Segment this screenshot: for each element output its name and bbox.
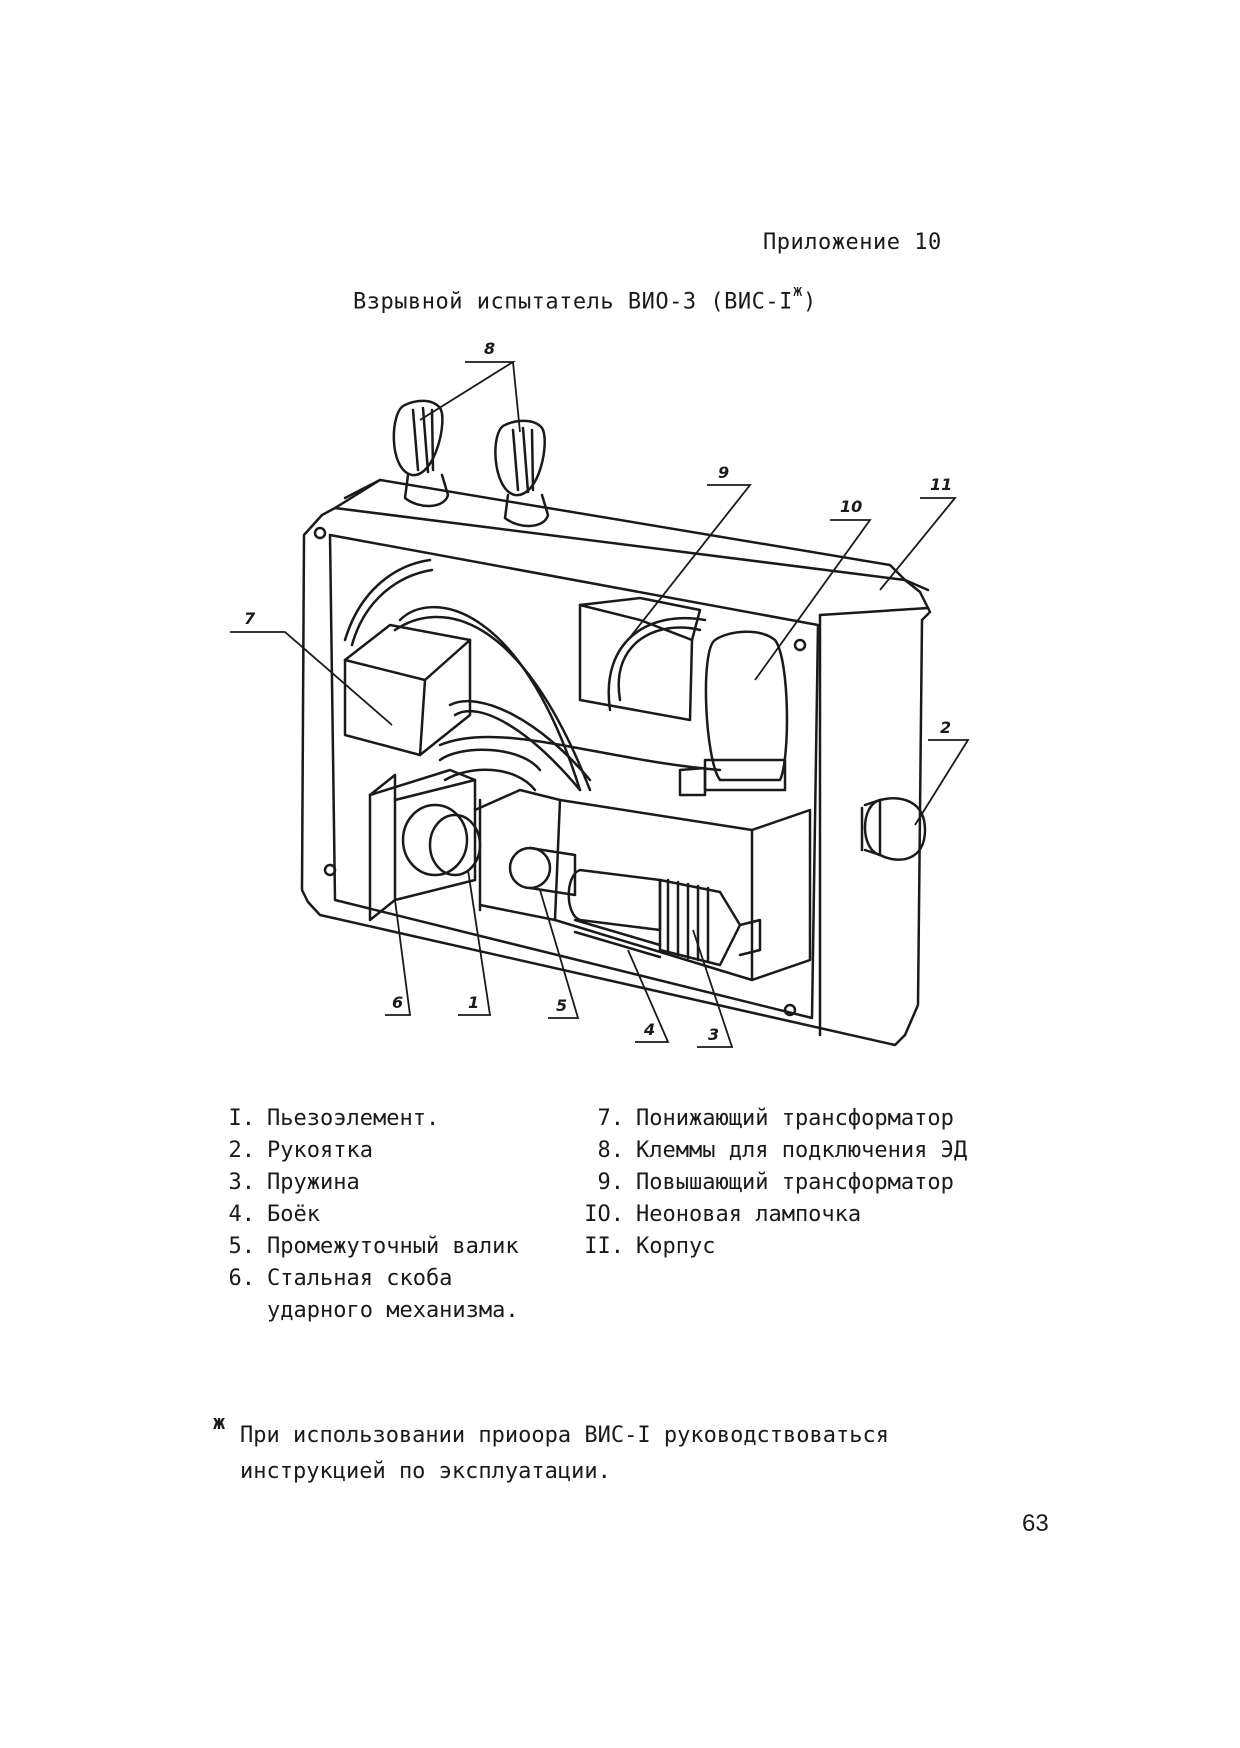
appendix-label: Приложение 10 — [763, 230, 942, 255]
title-footnote-mark: ж — [792, 281, 803, 300]
legend-text: Понижающий трансформатор — [636, 1106, 954, 1131]
neon-lamp — [678, 630, 789, 797]
legend-text: ударного механизма. — [267, 1298, 519, 1323]
legend-text: Неоновая лампочка — [636, 1202, 862, 1227]
legend-item: 4. Боёк — [205, 1199, 519, 1231]
legend-num: 6. — [228, 1266, 256, 1291]
legend-num: I. — [228, 1106, 256, 1131]
callout-6: 6 — [392, 993, 403, 1012]
handle — [860, 797, 927, 861]
page-number: 63 — [1022, 1510, 1049, 1537]
legend-num: 2. — [228, 1138, 256, 1163]
legend-num: 7. — [597, 1106, 625, 1131]
legend-left: I. Пьезоэлемент. 2. Рукоятка 3. Пружина 4. Б… — [205, 1103, 519, 1327]
callout-4: 4 — [643, 1020, 655, 1039]
legend-item: 8. Клеммы для подключения ЭД — [560, 1135, 968, 1167]
callout-8: 8 — [484, 339, 495, 358]
footnote: При использовании приоора ВИС-I руководс… — [240, 1418, 889, 1490]
title-text: Взрывной испытатель ВИО-3 (ВИС-I — [353, 289, 793, 315]
title-close: ) — [802, 289, 817, 315]
figure-title: Взрывной испытатель ВИО-3 (ВИС-Iж) — [353, 281, 817, 315]
callout-1: 1 — [468, 993, 479, 1012]
striker — [567, 868, 662, 959]
legend-item: 3. Пружина — [205, 1167, 519, 1199]
legend-text: Стальная скоба — [267, 1266, 453, 1291]
legend-text: Боёк — [267, 1202, 320, 1227]
callout-11: 11 — [930, 475, 952, 494]
legend-num: 9. — [597, 1170, 625, 1195]
legend-num: 5. — [228, 1234, 256, 1259]
callout-labels: 8 9 10 11 7 2 6 1 5 4 3 — [244, 339, 952, 1044]
terminal-right — [494, 419, 550, 528]
legend-item: I. Пьезоэлемент. — [205, 1103, 519, 1135]
legend-num: II. — [584, 1234, 624, 1259]
wires — [343, 558, 722, 792]
legend-text: Клеммы для подключения ЭД — [636, 1138, 968, 1163]
footnote-mark: ж — [213, 1410, 226, 1434]
footnote-line: инструкцией по эксплуатации. — [240, 1459, 611, 1484]
intermediate-roller — [508, 846, 577, 897]
callout-7: 7 — [244, 609, 256, 628]
housing — [300, 478, 932, 1047]
footnote-line: При использовании приоора ВИС-I руководс… — [240, 1423, 890, 1448]
legend-item: 7. Понижающий трансформатор — [560, 1103, 967, 1135]
legend-text: Промежуточный валик — [267, 1234, 519, 1259]
legend-num: 8. — [597, 1138, 625, 1163]
terminal-left — [392, 399, 450, 508]
legend-item: 2. Рукоятка — [205, 1135, 519, 1167]
legend-item: 5. Промежуточный валик — [205, 1231, 519, 1263]
piezo-element — [401, 748, 542, 877]
leader-lines — [230, 361, 970, 1048]
legend-item: 9. Повышающий трансформатор — [560, 1167, 967, 1199]
legend-item-continuation: ударного механизма. — [205, 1295, 519, 1327]
legend-text: Рукоятка — [267, 1138, 373, 1163]
step-up-transformer — [578, 596, 702, 722]
legend-text: Корпус — [636, 1234, 716, 1259]
legend-right: 7. Понижающий трансформатор 8. Клеммы для … — [560, 1103, 967, 1263]
legend-text: Пьезоэлемент. — [267, 1106, 440, 1131]
legend-text: Пружина — [267, 1170, 360, 1195]
callout-5: 5 — [556, 996, 567, 1015]
legend-num: 4. — [228, 1202, 256, 1227]
legend-item: 6. Стальная скоба — [205, 1263, 519, 1295]
legend-item: IO. Неоновая лампочка — [560, 1199, 967, 1231]
callout-2: 2 — [940, 718, 951, 737]
step-down-transformer — [343, 623, 472, 757]
legend-num: IO. — [584, 1202, 624, 1227]
callout-10: 10 — [840, 497, 862, 516]
callout-3: 3 — [708, 1025, 719, 1044]
spring — [658, 878, 762, 967]
legend-item: II. Корпус — [560, 1231, 967, 1263]
legend-num: 3. — [228, 1170, 256, 1195]
legend-text: Повышающий трансформатор — [636, 1170, 954, 1195]
callout-9: 9 — [718, 463, 729, 482]
